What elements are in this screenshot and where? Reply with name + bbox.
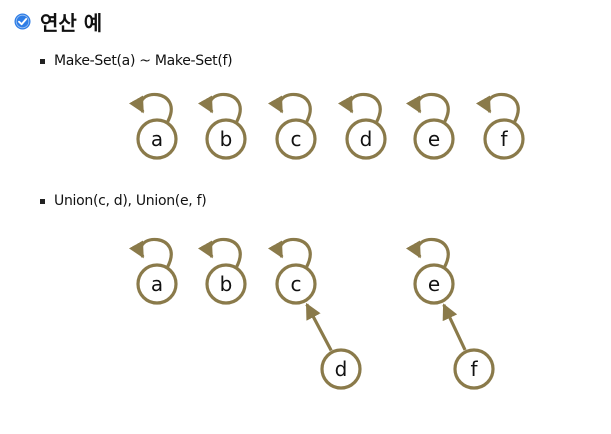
make-set-node-e: e [413,118,455,160]
make-set-node-e-circle [413,118,455,160]
union-node-c: c [275,263,317,305]
union-node-b-label: b [220,272,233,296]
make-set-node-c-label: c [291,127,302,151]
union-node-d-label: d [335,357,348,381]
union-node-a-circle [136,263,178,305]
union-node-b: b [205,263,247,305]
square-bullet-icon [40,198,45,204]
union-node-e-circle [413,263,455,305]
make-set-node-a-label: a [151,127,163,151]
make-set-node-b-circle [205,118,247,160]
section-union-label: Union(c, d), Union(e, f) [54,193,207,209]
make-set-node-d-label: d [360,127,373,151]
section-union: Union(c, d), Union(e, f) [40,193,207,209]
union-self-loop-e [405,237,450,269]
square-bullet-icon [40,58,45,64]
union-self-loop-c [267,237,312,269]
union-node-d: d [320,348,362,390]
make-set-self-loop-b [197,92,242,124]
make-set-node-a: a [136,118,178,160]
make-set-node-f: f [483,118,525,160]
make-set-node-d: d [345,118,387,160]
union-node-f-circle [453,348,495,390]
union-node-e: e [413,263,455,305]
make-set-self-loop-f [475,92,520,124]
union-node-c-circle [275,263,317,305]
make-set-node-a-circle [136,118,178,160]
make-set-node-b-label: b [220,127,233,151]
union-node-e-label: e [428,272,440,296]
make-set-self-loop-e [405,92,450,124]
union-self-loop-a [128,237,173,269]
union-node-b-circle [205,263,247,305]
union-node-f-label: f [470,357,478,381]
union-node-a: a [136,263,178,305]
check-circle-icon [14,13,31,29]
make-set-self-loop-a [128,92,173,124]
make-set-node-e-label: e [428,127,440,151]
make-set-self-loop-d [337,92,382,124]
union-self-loop-b [197,237,242,269]
section-make-set-label: Make-Set(a) ~ Make-Set(f) [54,53,233,69]
union-node-a-label: a [151,272,163,296]
union-node-f: f [453,348,495,390]
make-set-node-c: c [275,118,317,160]
union-node-d-circle [320,348,362,390]
slide-title-row: 연산 예 [14,6,102,36]
union-edge-d-to-c [305,302,333,352]
make-set-node-f-label: f [500,127,508,151]
make-set-node-b: b [205,118,247,160]
union-edge-f-to-e [442,303,467,351]
make-set-node-c-circle [275,118,317,160]
union-node-c-label: c [291,272,302,296]
slide-title: 연산 예 [40,10,103,35]
make-set-node-f-circle [483,118,525,160]
make-set-node-d-circle [345,118,387,160]
make-set-self-loop-c [267,92,312,124]
section-make-set: Make-Set(a) ~ Make-Set(f) [40,53,233,69]
